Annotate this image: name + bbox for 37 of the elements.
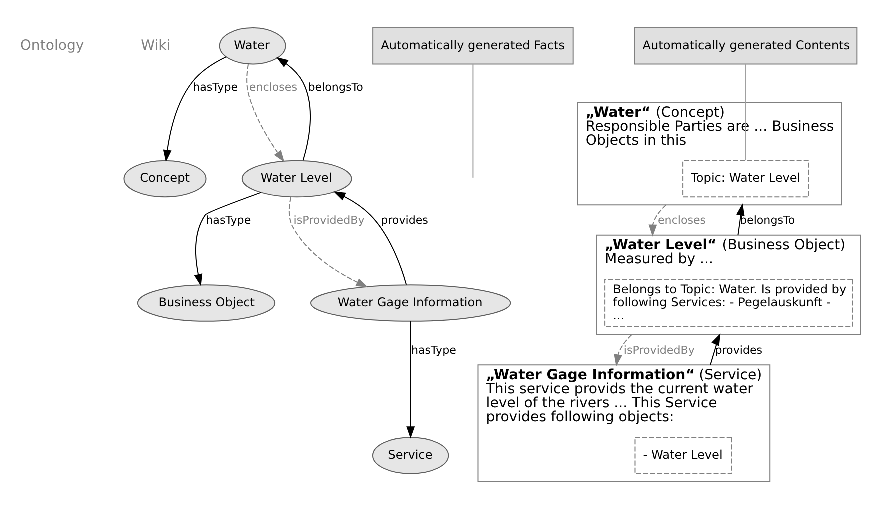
node-ellipse: Business Object bbox=[137, 284, 276, 322]
edge-label: provides bbox=[381, 214, 428, 227]
arrow bbox=[276, 56, 312, 160]
connector bbox=[745, 64, 746, 160]
node-ellipse: Water bbox=[219, 27, 286, 64]
edge-label: belongsTo bbox=[740, 214, 796, 227]
edge-label: hasType bbox=[206, 214, 252, 227]
edge-label: isProvidedBy bbox=[294, 214, 365, 227]
arrow bbox=[648, 204, 667, 236]
arrow bbox=[288, 196, 368, 288]
label: Wiki bbox=[141, 37, 171, 54]
node-box: Automatically generated Contents bbox=[634, 27, 858, 64]
node-ellipse: Service bbox=[372, 436, 450, 474]
arrow bbox=[736, 203, 745, 235]
edge-label: hasType bbox=[193, 80, 238, 94]
edge-label: encloses bbox=[249, 80, 298, 94]
arrow bbox=[194, 192, 262, 286]
arrow bbox=[710, 333, 721, 365]
edge-label: provides bbox=[715, 343, 763, 356]
edge-label: belongsTo bbox=[308, 80, 364, 94]
node-ellipse: Concept bbox=[124, 160, 207, 198]
node-box: Topic: Water Level bbox=[682, 160, 810, 198]
arrow bbox=[246, 64, 285, 162]
edge-label: hasType bbox=[411, 343, 456, 356]
arrow bbox=[334, 191, 408, 284]
node-ellipse: Water Gage Information bbox=[310, 284, 512, 322]
edge-label: encloses bbox=[658, 214, 706, 227]
edge-label: isProvidedBy bbox=[624, 343, 695, 356]
arrow bbox=[614, 334, 632, 366]
node-box: - Water Level bbox=[634, 436, 732, 474]
label: Ontology bbox=[20, 37, 84, 54]
arrow bbox=[406, 321, 416, 438]
arrow bbox=[163, 56, 227, 162]
connector bbox=[472, 64, 474, 178]
node-box: Automatically generated Facts bbox=[372, 27, 574, 64]
node-box: Belongs to Topic: Water. Is provided by following Services: - Pegelauskunft - ... bbox=[604, 278, 854, 327]
node-ellipse: Water Level bbox=[242, 160, 352, 198]
